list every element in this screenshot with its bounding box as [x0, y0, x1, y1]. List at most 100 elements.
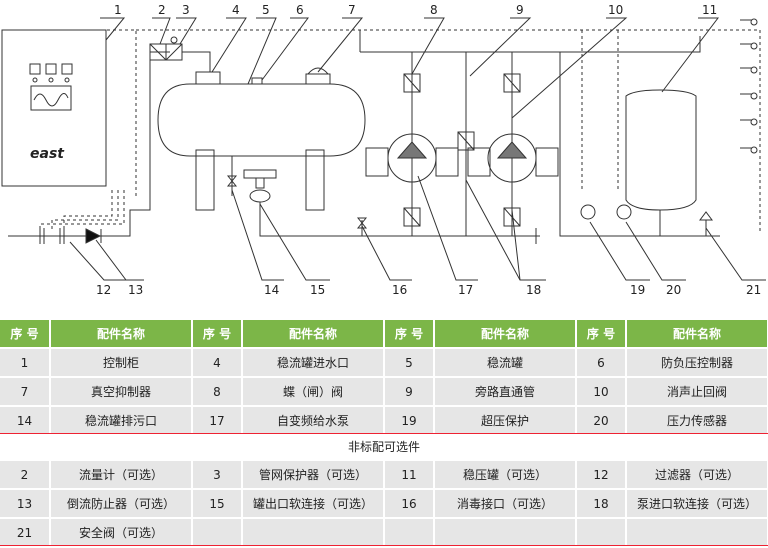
section-note: 非标配可选件 [347, 440, 420, 454]
control-cabinet [1, 29, 107, 187]
cell: 2 [0, 461, 51, 490]
cell [192, 518, 243, 548]
callout-19: 19 [630, 283, 645, 297]
cell: 倒流防止器（可选） [50, 489, 193, 519]
cell: 19 [384, 406, 435, 436]
header-no: 序 号 [192, 320, 243, 349]
cabinet-brand: east [30, 146, 65, 162]
callout-4: 4 [232, 3, 240, 17]
callout-leaders [69, 17, 766, 281]
callout-13: 13 [128, 283, 143, 297]
inlet-pipe [8, 51, 170, 237]
table-row: 21 安全阀（可选） [0, 518, 768, 548]
cell: 管网保护器（可选） [242, 461, 385, 490]
callout-7: 7 [348, 3, 356, 17]
cell: 8 [192, 377, 243, 407]
parts-table: 序 号 配件名称 序 号 配件名称 序 号 配件名称 序 号 配件名称 1 控制… [0, 320, 768, 436]
cell: 6 [576, 348, 627, 378]
divider-rule [0, 433, 768, 434]
cell: 自变频给水泵 [242, 406, 385, 436]
cell: 真空抑制器 [50, 377, 193, 407]
cell: 4 [192, 348, 243, 378]
safety-valve [699, 211, 713, 221]
cell [626, 518, 768, 548]
equipment-diagram: east 1 2 3 4 5 6 7 8 9 10 11 12 13 14 15… [1, 3, 766, 297]
header-name: 配件名称 [626, 320, 768, 349]
cell [384, 518, 435, 548]
cell: 稳压罐（可选） [434, 461, 577, 490]
callout-9: 9 [516, 3, 524, 17]
cell: 13 [0, 489, 51, 519]
table-row: 13 倒流防止器（可选） 15 罐出口软连接（可选） 16 消毒接口（可选） 1… [0, 489, 768, 519]
signal-lines [39, 29, 761, 232]
cell: 17 [192, 406, 243, 436]
cell: 控制柜 [50, 348, 193, 378]
cell: 16 [384, 489, 435, 519]
callout-20: 20 [666, 283, 681, 297]
callout-17: 17 [458, 283, 473, 297]
cell: 5 [384, 348, 435, 378]
header-no: 序 号 [0, 320, 51, 349]
table-header-row: 序 号 配件名称 序 号 配件名称 序 号 配件名称 序 号 配件名称 [0, 320, 768, 349]
cell: 稳流罐排污口 [50, 406, 193, 436]
cell: 14 [0, 406, 51, 436]
cell: 安全阀（可选） [50, 518, 193, 548]
callout-5: 5 [262, 3, 270, 17]
callout-21: 21 [746, 283, 761, 297]
cell: 消毒接口（可选） [434, 489, 577, 519]
cell: 罐出口软连接（可选） [242, 489, 385, 519]
outlet-taps [740, 18, 758, 154]
header-name: 配件名称 [50, 320, 193, 349]
cell: 压力传感器 [626, 406, 768, 436]
pressure-tank [625, 89, 697, 211]
callout-6: 6 [296, 3, 304, 17]
header-no: 序 号 [384, 320, 435, 349]
cell: 旁路直通管 [434, 377, 577, 407]
callout-16: 16 [392, 283, 407, 297]
table-row: 2 流量计（可选） 3 管网保护器（可选） 11 稳压罐（可选） 12 过滤器（… [0, 461, 768, 490]
callout-labels: 1 2 3 4 5 6 7 8 9 10 11 12 13 14 15 16 1… [96, 3, 761, 297]
check-valve-13 [85, 228, 102, 244]
cell: 11 [384, 461, 435, 490]
callout-12: 12 [96, 283, 111, 297]
cell: 流量计（可选） [50, 461, 193, 490]
cell: 3 [192, 461, 243, 490]
cell: 消声止回阀 [626, 377, 768, 407]
cell: 泵进口软连接（可选） [626, 489, 768, 519]
header-name: 配件名称 [434, 320, 577, 349]
callout-11: 11 [702, 3, 717, 17]
cell: 稳流罐 [434, 348, 577, 378]
cabinet-meters [29, 63, 73, 111]
cell: 防负压控制器 [626, 348, 768, 378]
optional-parts-table: 2 流量计（可选） 3 管网保护器（可选） 11 稳压罐（可选） 12 过滤器（… [0, 461, 768, 548]
callout-18: 18 [526, 283, 541, 297]
callout-1: 1 [114, 3, 122, 17]
cell [242, 518, 385, 548]
table-row: 7 真空抑制器 8 蝶（闸）阀 9 旁路直通管 10 消声止回阀 [0, 377, 768, 407]
callout-14: 14 [264, 283, 279, 297]
cell: 过滤器（可选） [626, 461, 768, 490]
table-row: 14 稳流罐排污口 17 自变频给水泵 19 超压保护 20 压力传感器 [0, 406, 768, 436]
cell [576, 518, 627, 548]
pressure-gauge-19 [580, 204, 596, 220]
cell: 12 [576, 461, 627, 490]
cell: 21 [0, 518, 51, 548]
suction-manifold [259, 202, 540, 237]
cell [434, 518, 577, 548]
callout-8: 8 [430, 3, 438, 17]
callout-15: 15 [310, 283, 325, 297]
table-row: 1 控制柜 4 稳流罐进水口 5 稳流罐 6 防负压控制器 [0, 348, 768, 378]
cell: 稳流罐进水口 [242, 348, 385, 378]
cell: 9 [384, 377, 435, 407]
cell: 蝶（闸）阀 [242, 377, 385, 407]
cell: 7 [0, 377, 51, 407]
cell: 18 [576, 489, 627, 519]
header-no: 序 号 [576, 320, 627, 349]
pressure-sensor-20 [616, 204, 632, 220]
callout-2: 2 [158, 3, 166, 17]
cell: 1 [0, 348, 51, 378]
cell: 20 [576, 406, 627, 436]
stabilizing-tank [157, 83, 366, 157]
cell: 超压保护 [434, 406, 577, 436]
cell: 10 [576, 377, 627, 407]
